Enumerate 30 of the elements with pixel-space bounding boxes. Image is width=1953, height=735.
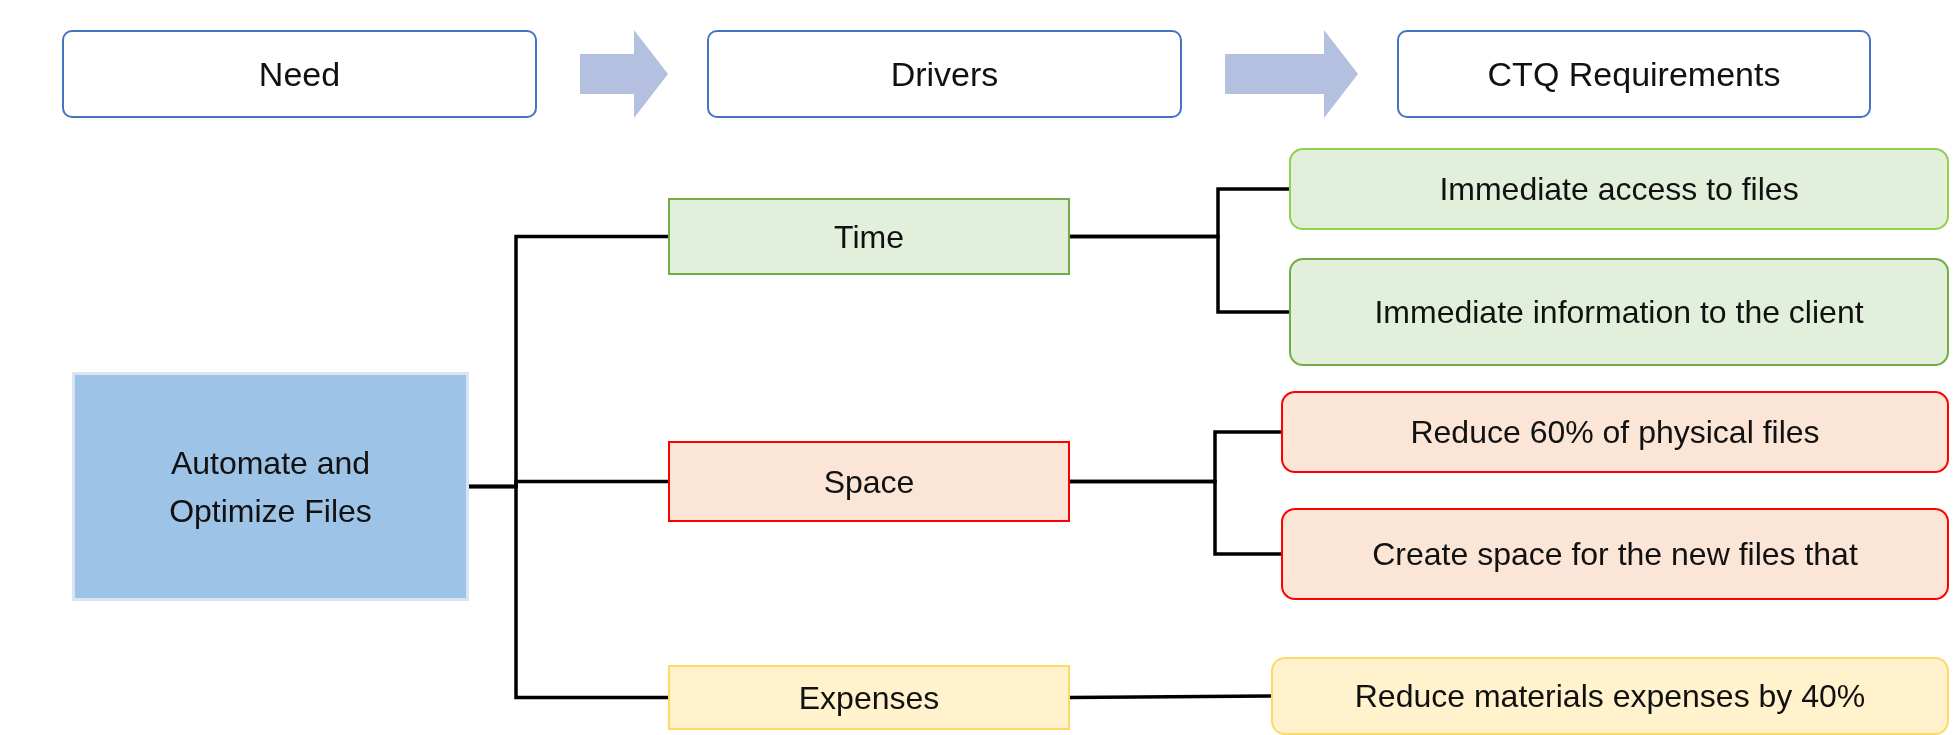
node-label: Drivers [890,53,999,95]
node-label: Need [258,53,341,95]
node-label: Reduce materials expenses by 40% [1354,677,1866,716]
connector-line [1070,479,1281,556]
connector-line [1070,234,1289,314]
node-label: Time [834,217,904,257]
block-arrow [1225,30,1358,118]
node-label: Reduce 60% of physical files [1410,413,1820,452]
stage-header [62,30,537,118]
node-label: Immediate access to files [1439,170,1799,209]
driver-box [668,665,1070,730]
requirement-box [1289,258,1949,366]
stage-header [707,30,1182,118]
driver-box [668,198,1070,275]
node-label: Expenses [798,678,940,718]
block-arrow [580,30,668,118]
node-label: Automate and Optimize Files [168,443,373,531]
need-box [72,372,469,601]
connector-line [469,484,668,700]
node-label: CTQ Requirements [1487,53,1781,95]
node-label: Create space for the new files that [1372,535,1858,574]
stage-header [1397,30,1871,118]
requirement-box [1289,148,1949,230]
driver-box [668,441,1070,522]
requirement-box [1281,391,1949,473]
node-label: Immediate information to the client [1374,293,1864,332]
requirement-box [1271,657,1949,735]
node-label: Space [823,462,915,502]
connector-line [1070,694,1271,700]
requirement-box [1281,508,1949,600]
